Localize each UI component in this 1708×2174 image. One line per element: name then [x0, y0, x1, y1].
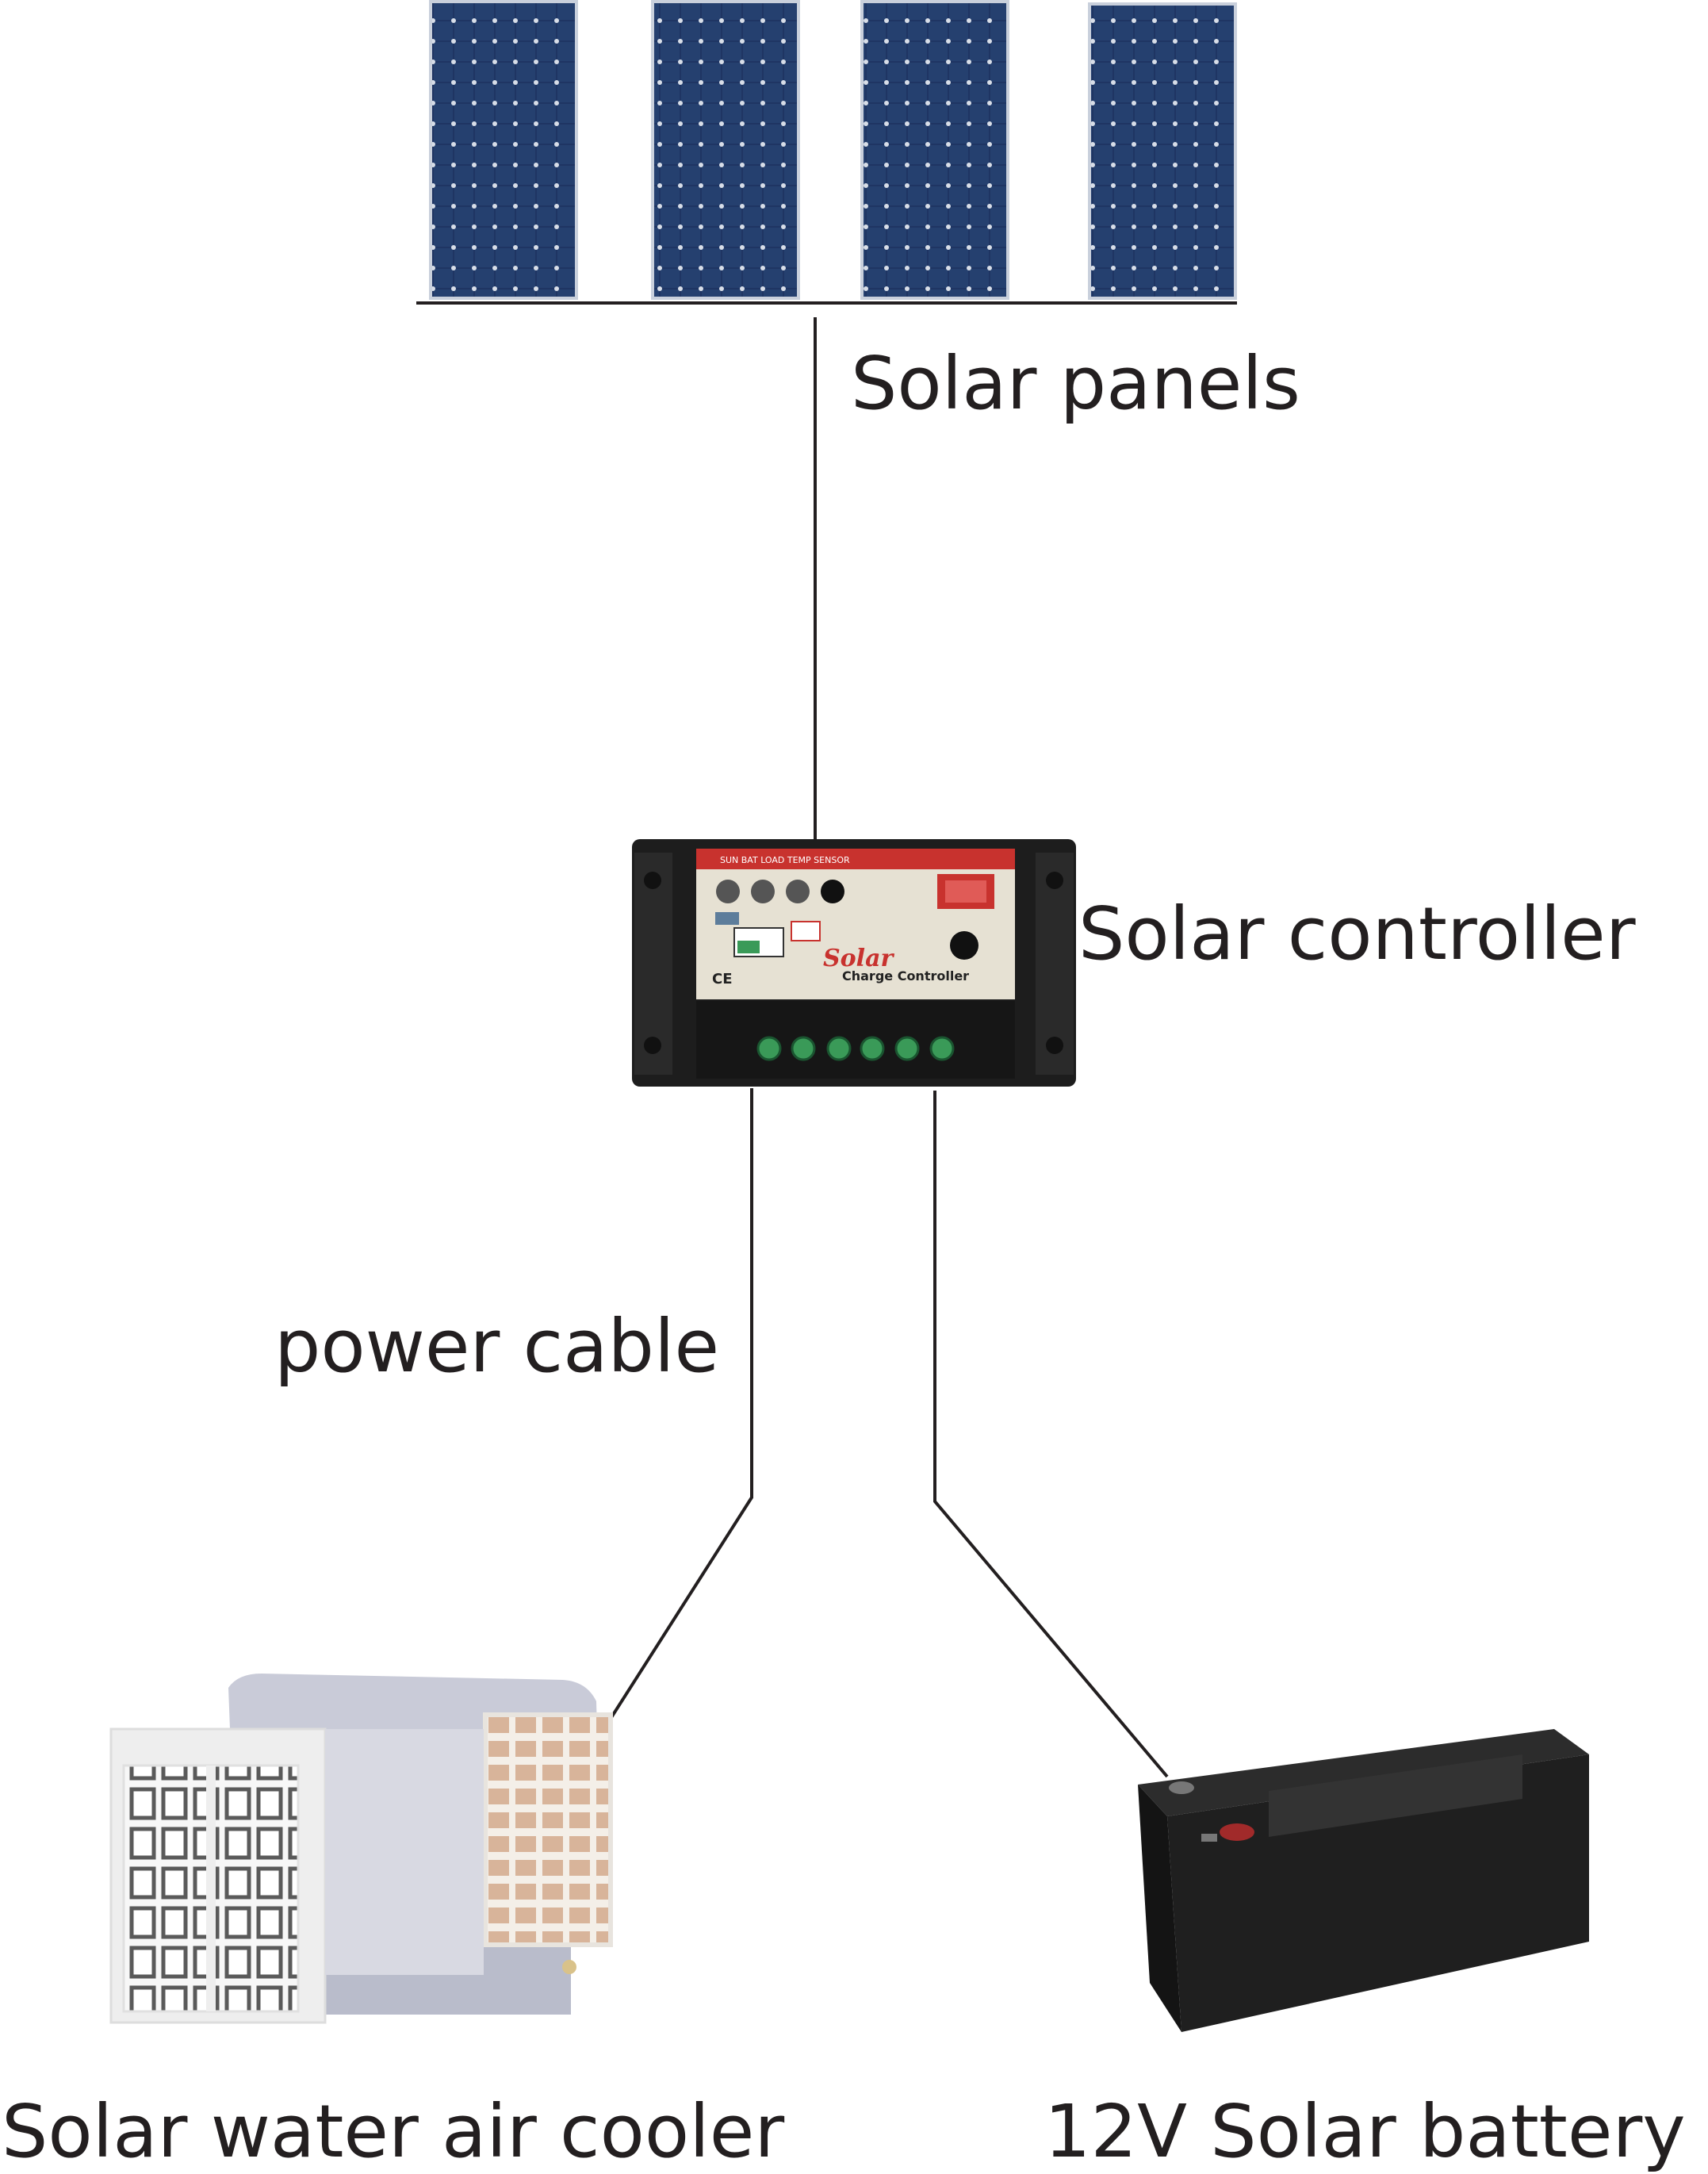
solar-panels [416, 0, 1237, 305]
power-cable-label: power cable [274, 1304, 720, 1389]
solar-panel-1 [429, 0, 578, 300]
wire-controller-to-cooler [607, 1088, 753, 1723]
controller-brand: Solar [823, 945, 895, 972]
air-cooler-label: Solar water air cooler [2, 2089, 785, 2174]
ce-mark: CE [712, 971, 733, 987]
battery-label: 12V Solar battery [1044, 2089, 1686, 2174]
air-cooler-device [109, 1674, 613, 2024]
controller-subtitle: Charge Controller [842, 968, 969, 983]
charge-controller-device: SUN BAT LOAD TEMP SENSOR Solar Charge Co… [632, 839, 1076, 1087]
solar-panel-3 [860, 0, 1009, 300]
solar-panels-label: Solar panels [851, 341, 1300, 426]
solar-panel-4 [1088, 2, 1237, 300]
solar-controller-label: Solar controller [1078, 891, 1636, 976]
wire-controller-to-battery [933, 1091, 1169, 1778]
controller-terminals [756, 1036, 955, 1061]
wires [607, 317, 1169, 1778]
battery-device [1138, 1729, 1589, 2032]
solar-panel-2 [651, 0, 800, 300]
controller-indicators: SUN BAT LOAD TEMP SENSOR [720, 855, 850, 865]
